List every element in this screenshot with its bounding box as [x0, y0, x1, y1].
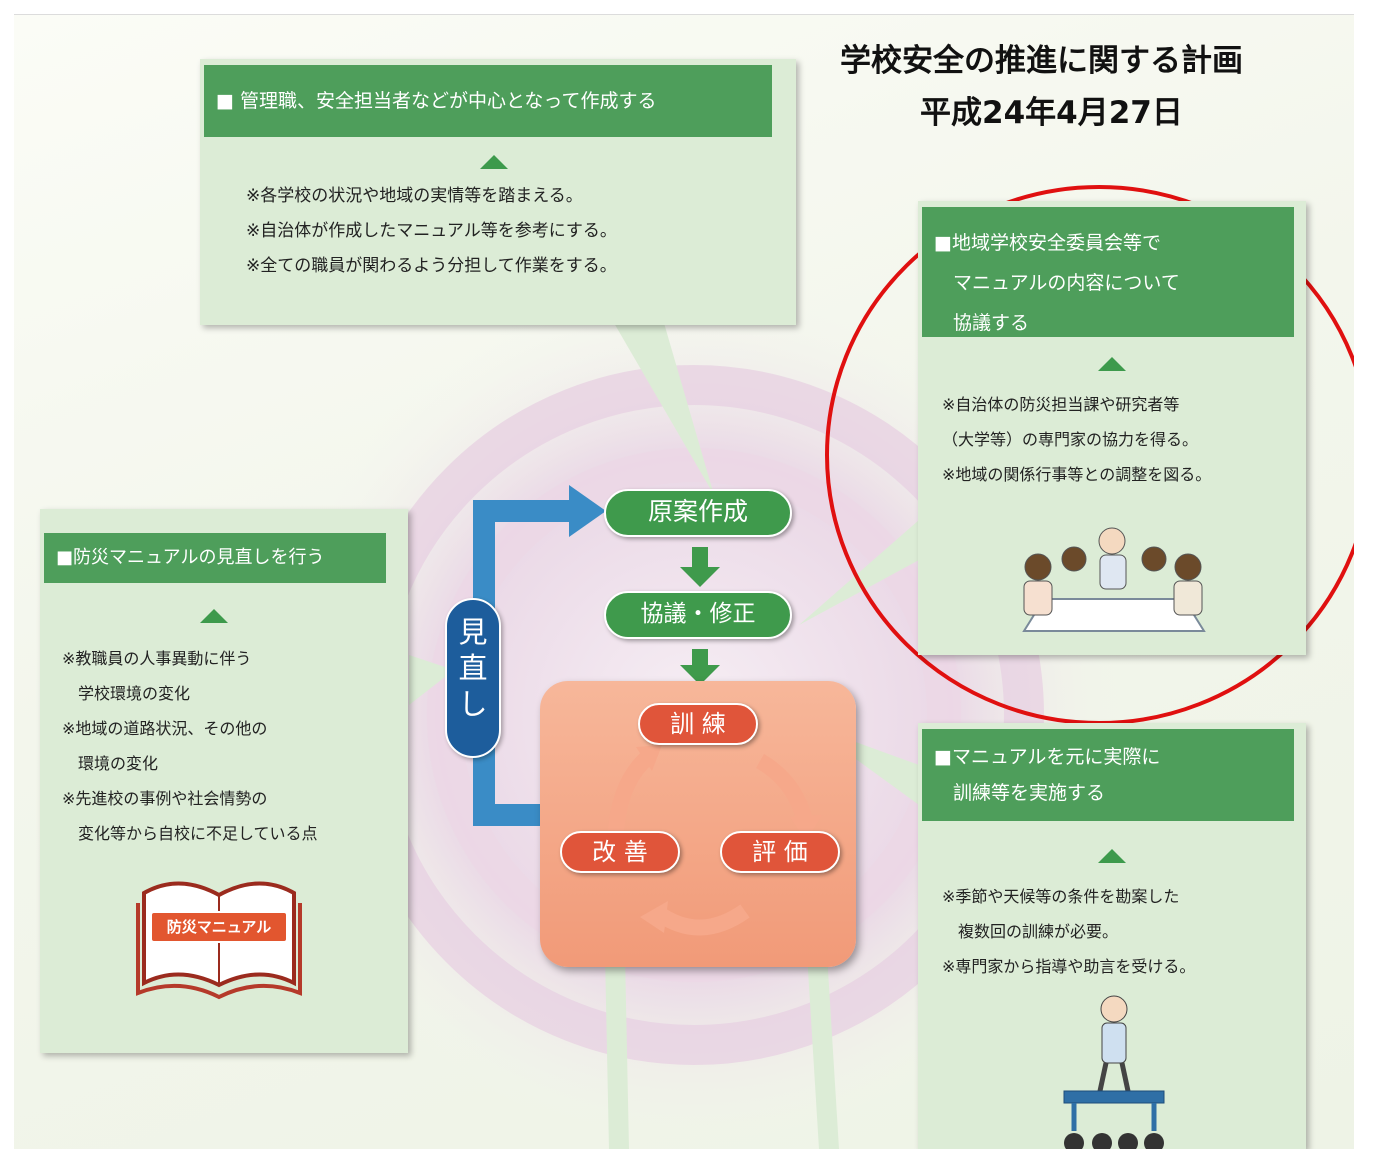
down-arrow-1-head: [680, 567, 720, 587]
council-callout-heading: ■地域学校安全委員会等で マニュアルの内容について 協議する: [922, 207, 1294, 337]
council-notes: ※自治体の防災担当課や研究者等 （大学等）の専門家の協力を得る。 ※地域の関係行…: [942, 387, 1211, 492]
review-note: 環境の変化: [62, 754, 159, 773]
down-arrow-2-head: [680, 665, 720, 685]
review-note: ※先進校の事例や社会情勢の: [62, 789, 268, 808]
draft-heading-text: ■ 管理職、安全担当者などが中心となって作成する: [216, 90, 657, 112]
cycle-evaluation: 評 価: [720, 831, 840, 873]
draft-note: ※全ての職員が関わるよう分担して作業をする。: [246, 256, 617, 276]
training-up-triangle: [1098, 849, 1126, 863]
training-heading-text: ■マニュアルを元に実際に 訓練等を実施する: [934, 746, 1161, 804]
review-char: し: [458, 687, 488, 721]
draft-notes: ※各学校の状況や地域の実情等を踏まえる。 ※自治体が作成したマニュアル等を参考に…: [246, 179, 617, 284]
draft-pointer: [614, 323, 714, 495]
down-arrow-2-shaft: [692, 649, 708, 669]
council-up-triangle: [1098, 357, 1126, 371]
review-callout-heading: ■防災マニュアルの見直しを行う: [44, 533, 386, 583]
training-note: ※専門家から指導や助言を受ける。: [942, 957, 1196, 976]
cycle-arrowhead-training: [636, 745, 662, 771]
manual-book-label: 防災マニュアル: [150, 911, 288, 943]
cycle-arrowhead-improvement: [640, 901, 668, 933]
down-arrow-1-shaft: [692, 547, 708, 571]
review-note: 変化等から自校に不足している点: [62, 824, 318, 843]
review-char: 見: [458, 615, 488, 649]
council-heading-text: ■地域学校安全委員会等で マニュアルの内容について 協議する: [934, 232, 1180, 334]
draft-callout: ■ 管理職、安全担当者などが中心となって作成する ※各学校の状況や地域の実情等を…: [200, 59, 796, 325]
plan-title: 学校安全の推進に関する計画: [840, 43, 1243, 79]
cycle-arrow-to-improvement: [653, 904, 750, 936]
cycle-arrows: [608, 745, 822, 936]
training-callout: ■マニュアルを元に実際に 訓練等を実施する ※季節や天候等の条件を勘案した 複数…: [918, 723, 1306, 1149]
training-note: 複数回の訓練が必要。: [942, 922, 1119, 941]
review-heading-text: ■防災マニュアルの見直しを行う: [56, 547, 325, 568]
council-note: ※地域の関係行事等との調整を図る。: [942, 465, 1212, 484]
plan-date: 平成24年4月27日: [920, 95, 1183, 131]
training-notes: ※季節や天候等の条件を勘案した 複数回の訓練が必要。 ※専門家から指導や助言を受…: [942, 879, 1195, 984]
draft-note: ※各学校の状況や地域の実情等を踏まえる。: [246, 186, 583, 206]
review-pointer: [409, 655, 454, 705]
council-pointer: [799, 520, 919, 625]
instructor-illustration-icon: [1063, 995, 1165, 1149]
draft-callout-heading: ■ 管理職、安全担当者などが中心となって作成する: [204, 65, 772, 137]
review-note: ※教職員の人事異動に伴う: [62, 649, 252, 668]
review-char: 直: [458, 651, 488, 685]
review-step: 見 直 し: [445, 598, 501, 758]
cycle-arrow-to-evaluation: [755, 754, 813, 824]
review-notes: ※教職員の人事異動に伴う 学校環境の変化 ※地域の道路状況、その他の 環境の変化…: [62, 641, 318, 851]
review-note: ※地域の道路状況、その他の: [62, 719, 268, 738]
review-arrowhead: [569, 485, 606, 537]
cycle-arrowhead-evaluation: [790, 815, 822, 841]
cycle-improvement: 改 善: [560, 831, 680, 873]
training-note: ※季節や天候等の条件を勘案した: [942, 887, 1180, 906]
draft-step: 原案作成: [604, 489, 792, 537]
training-callout-heading: ■マニュアルを元に実際に 訓練等を実施する: [922, 729, 1294, 821]
council-callout: ■地域学校安全委員会等で マニュアルの内容について 協議する ※自治体の防災担当…: [918, 201, 1306, 655]
meeting-illustration-icon: [1022, 527, 1206, 632]
draft-note: ※自治体が作成したマニュアル等を参考にする。: [246, 221, 617, 241]
council-note: （大学等）の専門家の協力を得る。: [942, 430, 1199, 449]
council-note: ※自治体の防災担当課や研究者等: [942, 395, 1180, 414]
review-up-triangle: [200, 609, 228, 623]
diagram-page: 学校安全の推進に関する計画 平成24年4月27日 ■ 管理職、安全担当者などが中…: [14, 14, 1354, 1149]
cycle-arrow-to-training: [608, 750, 654, 832]
draft-up-triangle: [480, 155, 508, 169]
discuss-step: 協議・修正: [604, 591, 792, 639]
cycle-training: 訓 練: [638, 703, 758, 745]
review-note: 学校環境の変化: [62, 684, 191, 703]
